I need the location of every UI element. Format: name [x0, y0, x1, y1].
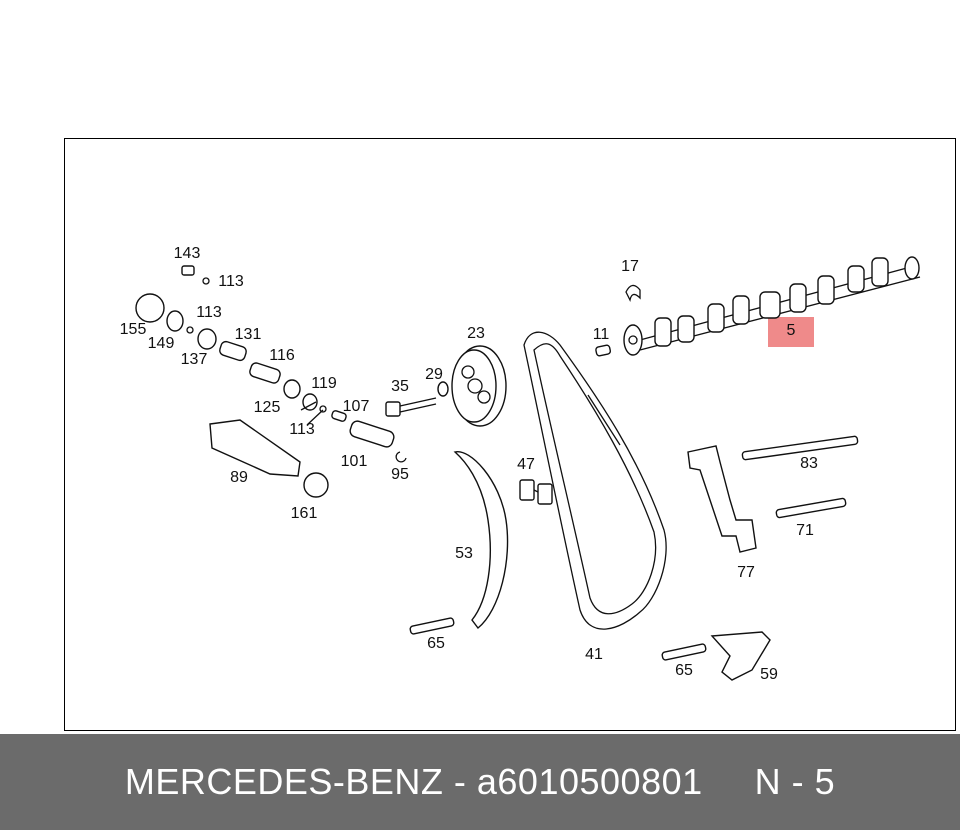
- leader-lines: [300, 401, 324, 426]
- label-35: 35: [391, 378, 409, 395]
- footer-bar: MERCEDES-BENZ - a6010500801 N - 5: [0, 734, 960, 830]
- footer-brand: MERCEDES-BENZ: [124, 761, 444, 802]
- footer-dash: -: [453, 761, 467, 802]
- part-23-drawing: [451, 345, 507, 427]
- label-113-b: 113: [196, 304, 222, 321]
- label-71: 71: [796, 522, 814, 539]
- label-149: 149: [148, 335, 175, 352]
- label-107: 107: [343, 398, 370, 415]
- highlighted-part-marker: [768, 317, 814, 347]
- label-5-highlighted: 5: [787, 322, 796, 339]
- label-116: 116: [269, 347, 295, 364]
- label-11: 11: [593, 326, 610, 343]
- label-143: 143: [174, 245, 201, 262]
- part-41-drawing: [523, 331, 667, 630]
- label-41: 41: [585, 646, 603, 663]
- part-35-29-drawing: [385, 381, 449, 417]
- label-65-b: 65: [675, 662, 693, 679]
- label-53: 53: [455, 545, 473, 562]
- label-29: 29: [425, 366, 443, 383]
- label-59: 59: [760, 666, 778, 683]
- label-119: 119: [311, 375, 337, 392]
- part-65b-drawing: [661, 643, 707, 661]
- label-77: 77: [737, 564, 755, 581]
- footer-position: N - 5: [754, 761, 836, 802]
- label-17: 17: [621, 258, 639, 275]
- label-113-a: 113: [218, 273, 244, 290]
- label-155: 155: [120, 321, 147, 338]
- left-components-drawing: [135, 265, 407, 498]
- label-89: 89: [230, 469, 248, 486]
- label-101: 101: [341, 453, 368, 470]
- part-47-drawing: [519, 479, 553, 505]
- part-83-drawing: [741, 435, 859, 461]
- part-65a-drawing: [409, 617, 455, 635]
- label-125: 125: [254, 399, 281, 416]
- label-83: 83: [800, 455, 818, 472]
- label-47: 47: [517, 456, 535, 473]
- part-53-drawing: [453, 451, 509, 630]
- label-161: 161: [291, 505, 318, 522]
- label-95: 95: [391, 466, 409, 483]
- part-71-drawing: [775, 497, 847, 519]
- part-77-drawing: [687, 445, 757, 553]
- label-65-a: 65: [427, 635, 445, 652]
- footer-part-number: a6010500801: [476, 761, 703, 802]
- camshaft-drawing: [623, 256, 921, 356]
- part-11-drawing: [595, 344, 612, 357]
- part-59-drawing: [710, 631, 771, 681]
- label-23: 23: [467, 325, 485, 342]
- label-131: 131: [235, 326, 262, 343]
- part-17-drawing: [625, 284, 641, 302]
- label-137: 137: [181, 351, 208, 368]
- label-113-c: 113: [289, 421, 315, 438]
